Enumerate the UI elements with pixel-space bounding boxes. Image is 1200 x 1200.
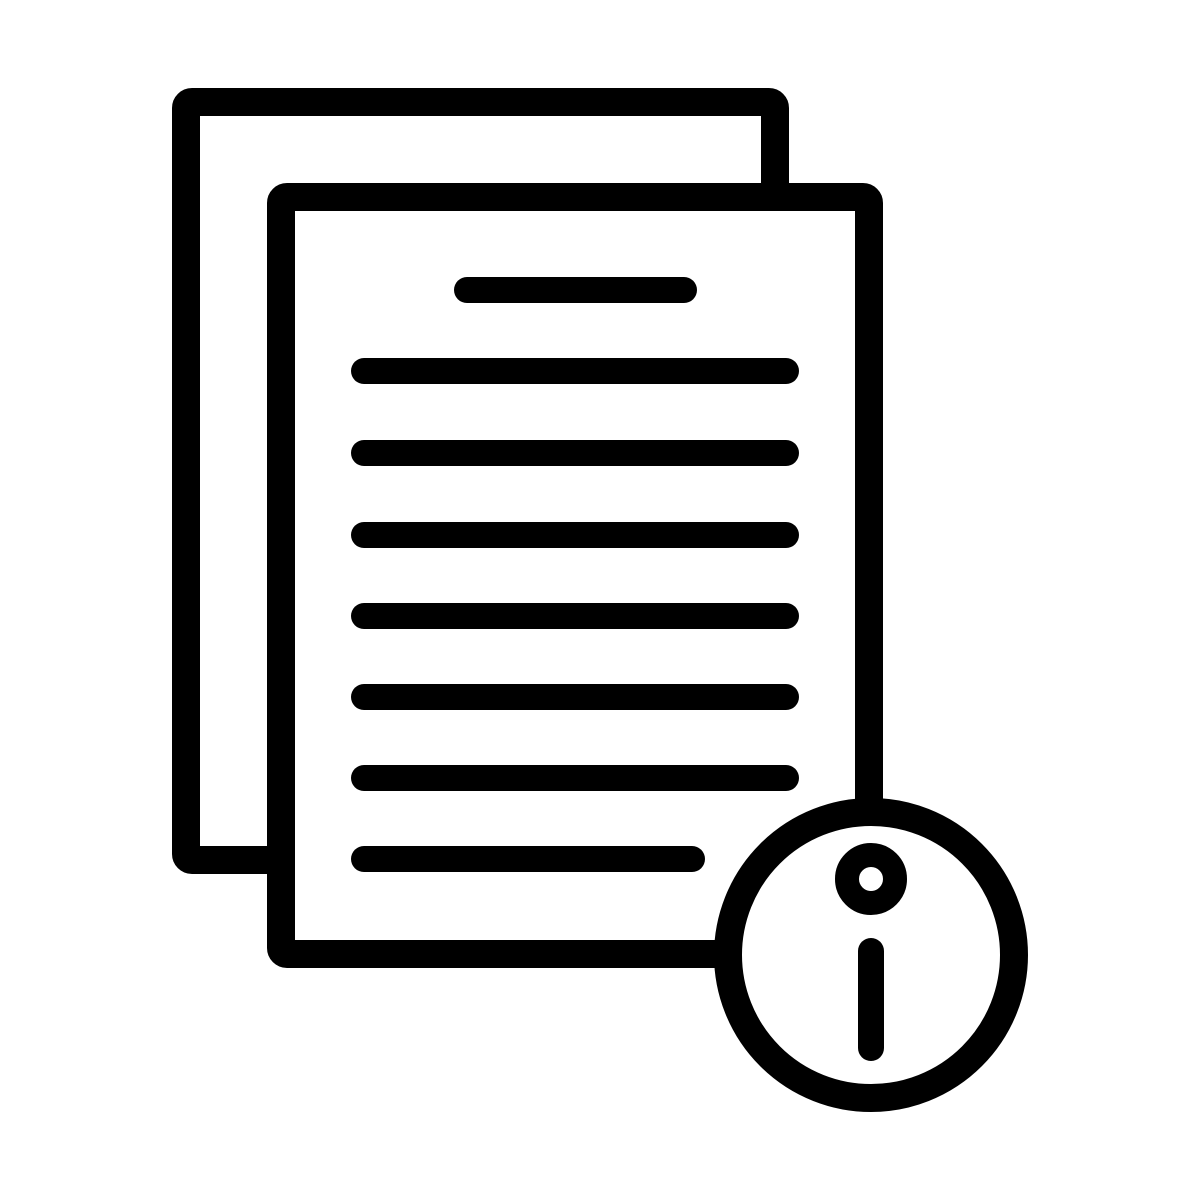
- info-dot: [835, 843, 907, 915]
- front-page-icon: [267, 183, 883, 968]
- document-text-lines: [351, 277, 799, 872]
- info-icon: [714, 798, 1028, 1112]
